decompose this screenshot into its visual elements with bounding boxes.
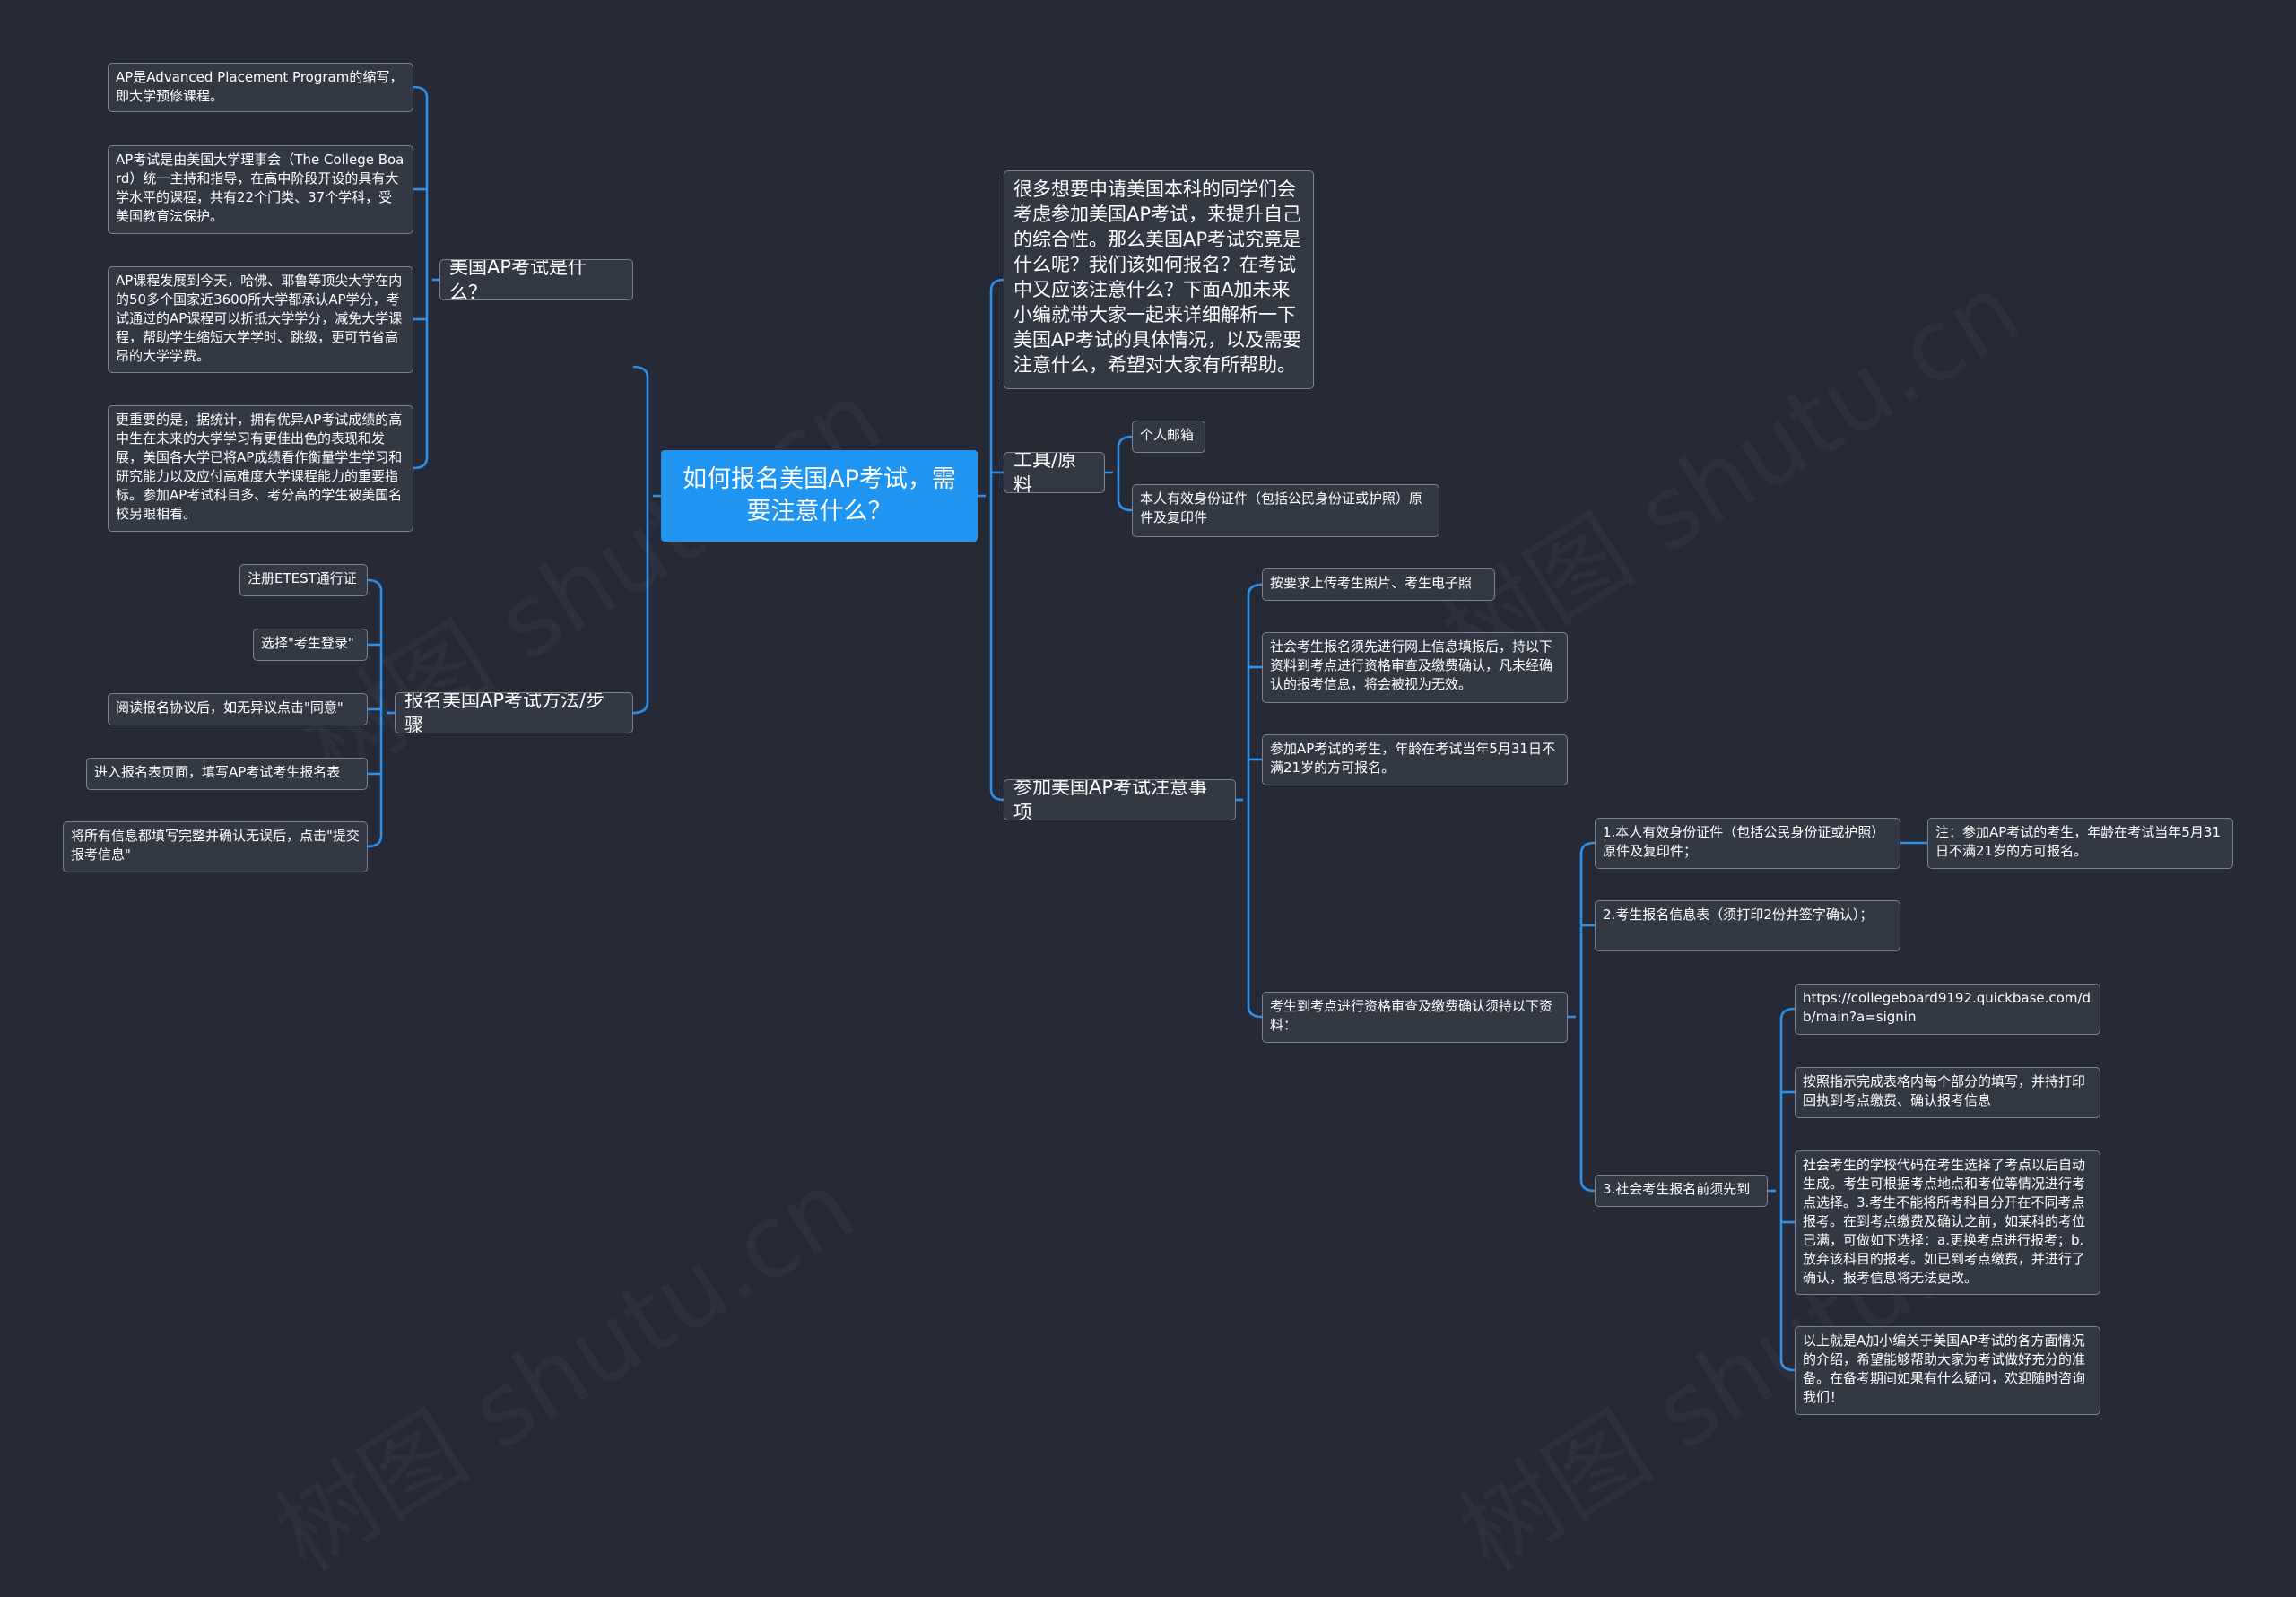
leaf-text: 社会考生报名须先进行网上信息填报后，持以下资料到考点进行资格审查及缴费确认，凡未…: [1270, 638, 1553, 692]
material-note[interactable]: 注：参加AP考试的考生，年龄在考试当年5月31日不满21岁的方可报名。: [1927, 818, 2233, 869]
what-item-1[interactable]: AP是Advanced Placement Program的缩写，即大学预修课程…: [108, 63, 413, 112]
material-item-1[interactable]: 1.本人有效身份证件（包括公民身份证或护照）原件及复印件；: [1595, 818, 1900, 869]
branch-what-is-ap[interactable]: 美国AP考试是什么？: [439, 259, 633, 300]
leaf-text: 3.社会考生报名前须先到: [1603, 1181, 1751, 1197]
mindmap-canvas: 树图 shutu.cn 树图 shutu.cn 树图 shutu.cn 树图 s…: [63, 63, 2233, 1415]
leaf-text: AP考试是由美国大学理事会（The College Board）统一主持和指导，…: [116, 152, 404, 224]
leaf-text: 注册ETEST通行证: [248, 570, 357, 586]
what-item-4[interactable]: 更重要的是，据统计，拥有优异AP考试成绩的高中生在未来的大学学习有更佳出色的表现…: [108, 405, 413, 532]
watermark: 树图 shutu.cn: [1411, 232, 2042, 700]
leaf-text: 个人邮箱: [1140, 427, 1195, 443]
step-item-2[interactable]: 选择"考生登录": [253, 629, 368, 661]
step-item-3[interactable]: 阅读报名协议后，如无异议点击"同意": [108, 693, 368, 725]
leaf-text: 注：参加AP考试的考生，年龄在考试当年5月31日不满21岁的方可报名。: [1935, 824, 2221, 859]
branch-label: 工具/原料: [1013, 452, 1077, 493]
material-item-3[interactable]: 3.社会考生报名前须先到: [1595, 1175, 1768, 1207]
leaf-text: 社会考生的学校代码在考生选择了考点以后自动生成。考生可根据考点地点和考位等情况进…: [1803, 1157, 2086, 1286]
leaf-text: AP是Advanced Placement Program的缩写，即大学预修课程…: [116, 69, 404, 104]
pre-step-4[interactable]: 以上就是A加小编关于美国AP考试的各方面情况的介绍，希望能够帮助大家为考试做好充…: [1795, 1326, 2100, 1415]
leaf-text: 1.本人有效身份证件（包括公民身份证或护照）原件及复印件；: [1603, 824, 1885, 859]
note-item-1[interactable]: 按要求上传考生照片、考生电子照: [1262, 568, 1495, 601]
tools-trunk: [1117, 435, 1133, 512]
materials-trunk: [1579, 841, 1596, 1193]
material-item-2[interactable]: 2.考生报名信息表（须打印2份并签字确认）；: [1595, 900, 1900, 951]
leaf-text: 按要求上传考生照片、考生电子照: [1270, 575, 1473, 591]
root-right-trunk: [989, 278, 1004, 802]
step-item-5[interactable]: 将所有信息都填写完整并确认无误后，点击"提交报考信息": [63, 821, 368, 872]
what-item-3[interactable]: AP课程发展到今天，哈佛、耶鲁等顶尖大学在内的50多个国家近3600所大学都承认…: [108, 266, 413, 373]
notes-trunk: [1247, 583, 1263, 1019]
pre-step-2[interactable]: 按照指示完成表格内每个部分的填写，并持打印回执到考点缴费、确认报考信息: [1795, 1067, 2100, 1118]
pre-step-3[interactable]: 社会考生的学校代码在考生选择了考点以后自动生成。考生可根据考点地点和考位等情况进…: [1795, 1150, 2100, 1295]
root-topic-text: 如何报名美国AP考试，需要注意什么？: [683, 465, 956, 525]
leaf-text: 以上就是A加小编关于美国AP考试的各方面情况的介绍，希望能够帮助大家为考试做好充…: [1803, 1332, 2086, 1405]
branch-registration-steps[interactable]: 报名美国AP考试方法/步骤: [395, 692, 633, 733]
leaf-text: AP课程发展到今天，哈佛、耶鲁等顶尖大学在内的50多个国家近3600所大学都承认…: [116, 273, 403, 364]
intro-text: 很多想要申请美国本科的同学们会考虑参加美国AP考试，来提升自己的综合性。那么美国…: [1013, 178, 1302, 376]
leaf-text: 按照指示完成表格内每个部分的填写，并持打印回执到考点缴费、确认报考信息: [1803, 1073, 2086, 1108]
tool-item-1[interactable]: 个人邮箱: [1132, 421, 1205, 453]
note-item-3[interactable]: 参加AP考试的考生，年龄在考试当年5月31日不满21岁的方可报名。: [1262, 734, 1568, 785]
branch-label: 参加美国AP考试注意事项: [1013, 779, 1208, 820]
branch-label: 美国AP考试是什么？: [449, 259, 587, 300]
leaf-text: 2.考生报名信息表（须打印2份并签字确认）；: [1603, 907, 1874, 923]
leaf-text: 阅读报名协议后，如无异议点击"同意": [116, 699, 344, 716]
root-topic[interactable]: 如何报名美国AP考试，需要注意什么？: [661, 450, 978, 542]
what-trunk: [413, 85, 429, 470]
branch-exam-notes[interactable]: 参加美国AP考试注意事项: [1004, 779, 1236, 820]
branch-tools[interactable]: 工具/原料: [1004, 452, 1105, 493]
what-item-2[interactable]: AP考试是由美国大学理事会（The College Board）统一主持和指导，…: [108, 145, 413, 234]
note-item-2[interactable]: 社会考生报名须先进行网上信息填报后，持以下资料到考点进行资格审查及缴费确认，凡未…: [1262, 632, 1568, 703]
watermark: 树图 shutu.cn: [245, 1129, 876, 1597]
pre-step-link[interactable]: https://collegeboard9192.quickbase.com/d…: [1795, 984, 2100, 1035]
branch-label: 报名美国AP考试方法/步骤: [404, 692, 605, 733]
note-item-4[interactable]: 考生到考点进行资格审查及缴费确认须持以下资料：: [1262, 992, 1568, 1043]
intro-paragraph[interactable]: 很多想要申请美国本科的同学们会考虑参加美国AP考试，来提升自己的综合性。那么美国…: [1004, 170, 1314, 389]
leaf-text: 进入报名表页面，填写AP考试考生报名表: [94, 764, 341, 780]
step-item-1[interactable]: 注册ETEST通行证: [239, 564, 368, 596]
leaf-text: 参加AP考试的考生，年龄在考试当年5月31日不满21岁的方可报名。: [1270, 741, 1555, 776]
leaf-text: 选择"考生登录": [261, 635, 354, 651]
tool-item-2[interactable]: 本人有效身份证件（包括公民身份证或护照）原件及复印件: [1132, 484, 1439, 537]
leaf-text: 将所有信息都填写完整并确认无误后，点击"提交报考信息": [71, 828, 360, 863]
leaf-text: 考生到考点进行资格审查及缴费确认须持以下资料：: [1270, 998, 1553, 1033]
leaf-text: 本人有效身份证件（包括公民身份证或护照）原件及复印件: [1140, 490, 1423, 525]
leaf-text: 更重要的是，据统计，拥有优异AP考试成绩的高中生在未来的大学学习有更佳出色的表现…: [116, 412, 403, 522]
step-item-4[interactable]: 进入报名表页面，填写AP考试考生报名表: [86, 758, 368, 790]
link-text: https://collegeboard9192.quickbase.com/d…: [1803, 990, 2092, 1025]
